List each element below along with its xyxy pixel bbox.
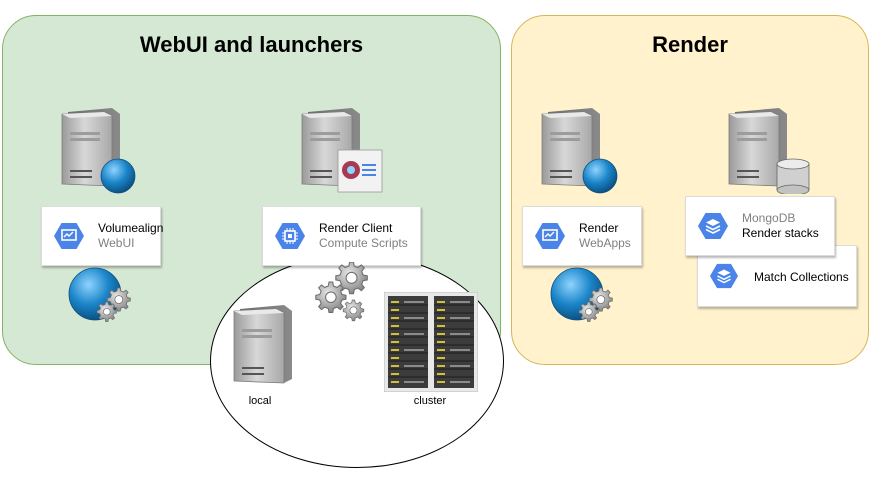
volumealign-subtitle: WebUI [98,236,135,250]
local-label: local [248,395,272,407]
volumealign-server-icon [61,108,136,194]
local-server-icon [233,305,293,384]
volumealign-name: Volumealign [98,221,164,235]
volumealign-card[interactable]: Volumealign WebUI [41,206,164,266]
render-client-subtitle: Compute Scripts [319,236,408,250]
render-webapps-server-icon [541,108,618,194]
render-client-card[interactable]: Render Client Compute Scripts [262,206,421,266]
render-globe-gears-icon [550,267,613,322]
clipboard-icon [337,149,383,193]
gears-icon [315,262,368,322]
volumealign-globe-gears-icon [68,267,131,322]
match-collections-name: Match Collections [754,270,849,284]
monitor-icon [535,223,565,249]
mongodb-subtitle: Render stacks [742,226,819,240]
compute-engine-icon [275,223,305,249]
database-icon [776,158,810,194]
webui-group-title: WebUI and launchers [139,32,364,57]
render-webapps-subtitle: WebApps [579,236,631,250]
mongodb-server-icon [728,108,810,194]
stack-icon [710,263,738,289]
render-client-server-icon [301,108,383,193]
render-webapps-name: Render [579,221,619,235]
monitor-icon [54,223,84,249]
cluster-rack-icon [384,292,478,392]
render-webapps-card[interactable]: Render WebApps [522,206,642,266]
render-client-name: Render Client [319,221,393,235]
stack-icon [698,213,728,239]
cluster-label: cluster [413,395,447,407]
mongodb-card[interactable]: MongoDB Render stacks [685,196,835,256]
render-group-title: Render [652,32,728,57]
mongodb-name: MongoDB [742,211,796,225]
